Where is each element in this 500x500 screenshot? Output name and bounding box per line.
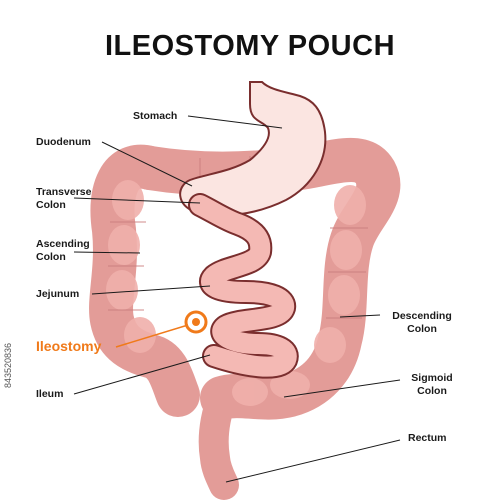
leader-line-rectum xyxy=(225,439,401,483)
leader-line-ascending-colon xyxy=(73,251,141,254)
leader-line-stomach xyxy=(187,115,283,129)
watermark-id: 843520836 xyxy=(3,342,13,388)
leader-line-ileum xyxy=(73,354,211,395)
label-jejunum: Jejunum xyxy=(36,288,80,300)
leader-lines xyxy=(73,115,401,483)
label-transverse-colon: Transverse Colon xyxy=(36,186,92,211)
label-rectum: Rectum xyxy=(408,432,447,444)
small-intestine xyxy=(188,193,299,379)
leader-line-transverse-colon xyxy=(73,197,201,204)
label-ileum: Ileum xyxy=(36,388,64,400)
label-stomach: Stomach xyxy=(133,110,178,122)
label-duodenum: Duodenum xyxy=(36,136,91,148)
leader-line-jejunum xyxy=(91,285,211,295)
label-descending-colon: Descending Colon xyxy=(392,310,452,335)
leader-line-ileostomy xyxy=(115,324,189,348)
leader-line-descending-colon xyxy=(339,314,381,318)
label-ascending-colon: Ascending Colon xyxy=(36,238,90,263)
leader-line-duodenum xyxy=(101,141,193,187)
leader-line-sigmoid-colon xyxy=(283,379,401,398)
label-ileostomy: Ileostomy xyxy=(36,338,102,354)
label-sigmoid-colon: Sigmoid Colon xyxy=(411,372,453,397)
diagram-title: ILEOSTOMY POUCH xyxy=(104,30,396,62)
ileostomy-stoma-marker xyxy=(184,310,208,334)
